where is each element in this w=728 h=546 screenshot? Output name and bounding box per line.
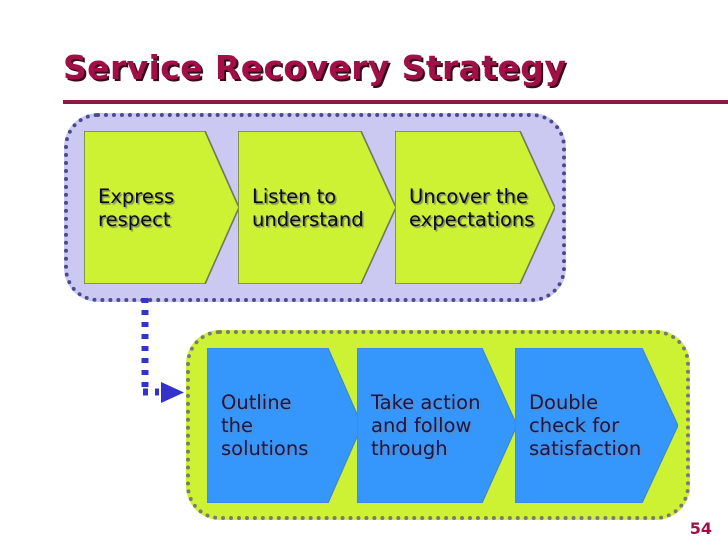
step-label: Outline the solutions [221, 391, 309, 460]
step-label: Take action and follow through [371, 391, 481, 460]
page-number: 54 [689, 519, 712, 538]
step-label: Uncover the expectations [409, 184, 535, 231]
step-label: Double check for satisfaction [529, 391, 642, 460]
step-label: Listen to understand [252, 184, 364, 231]
page-title: Service Recovery Strategy [63, 48, 567, 87]
title-divider-rule [63, 99, 728, 104]
step-label: Express respect [98, 184, 175, 231]
